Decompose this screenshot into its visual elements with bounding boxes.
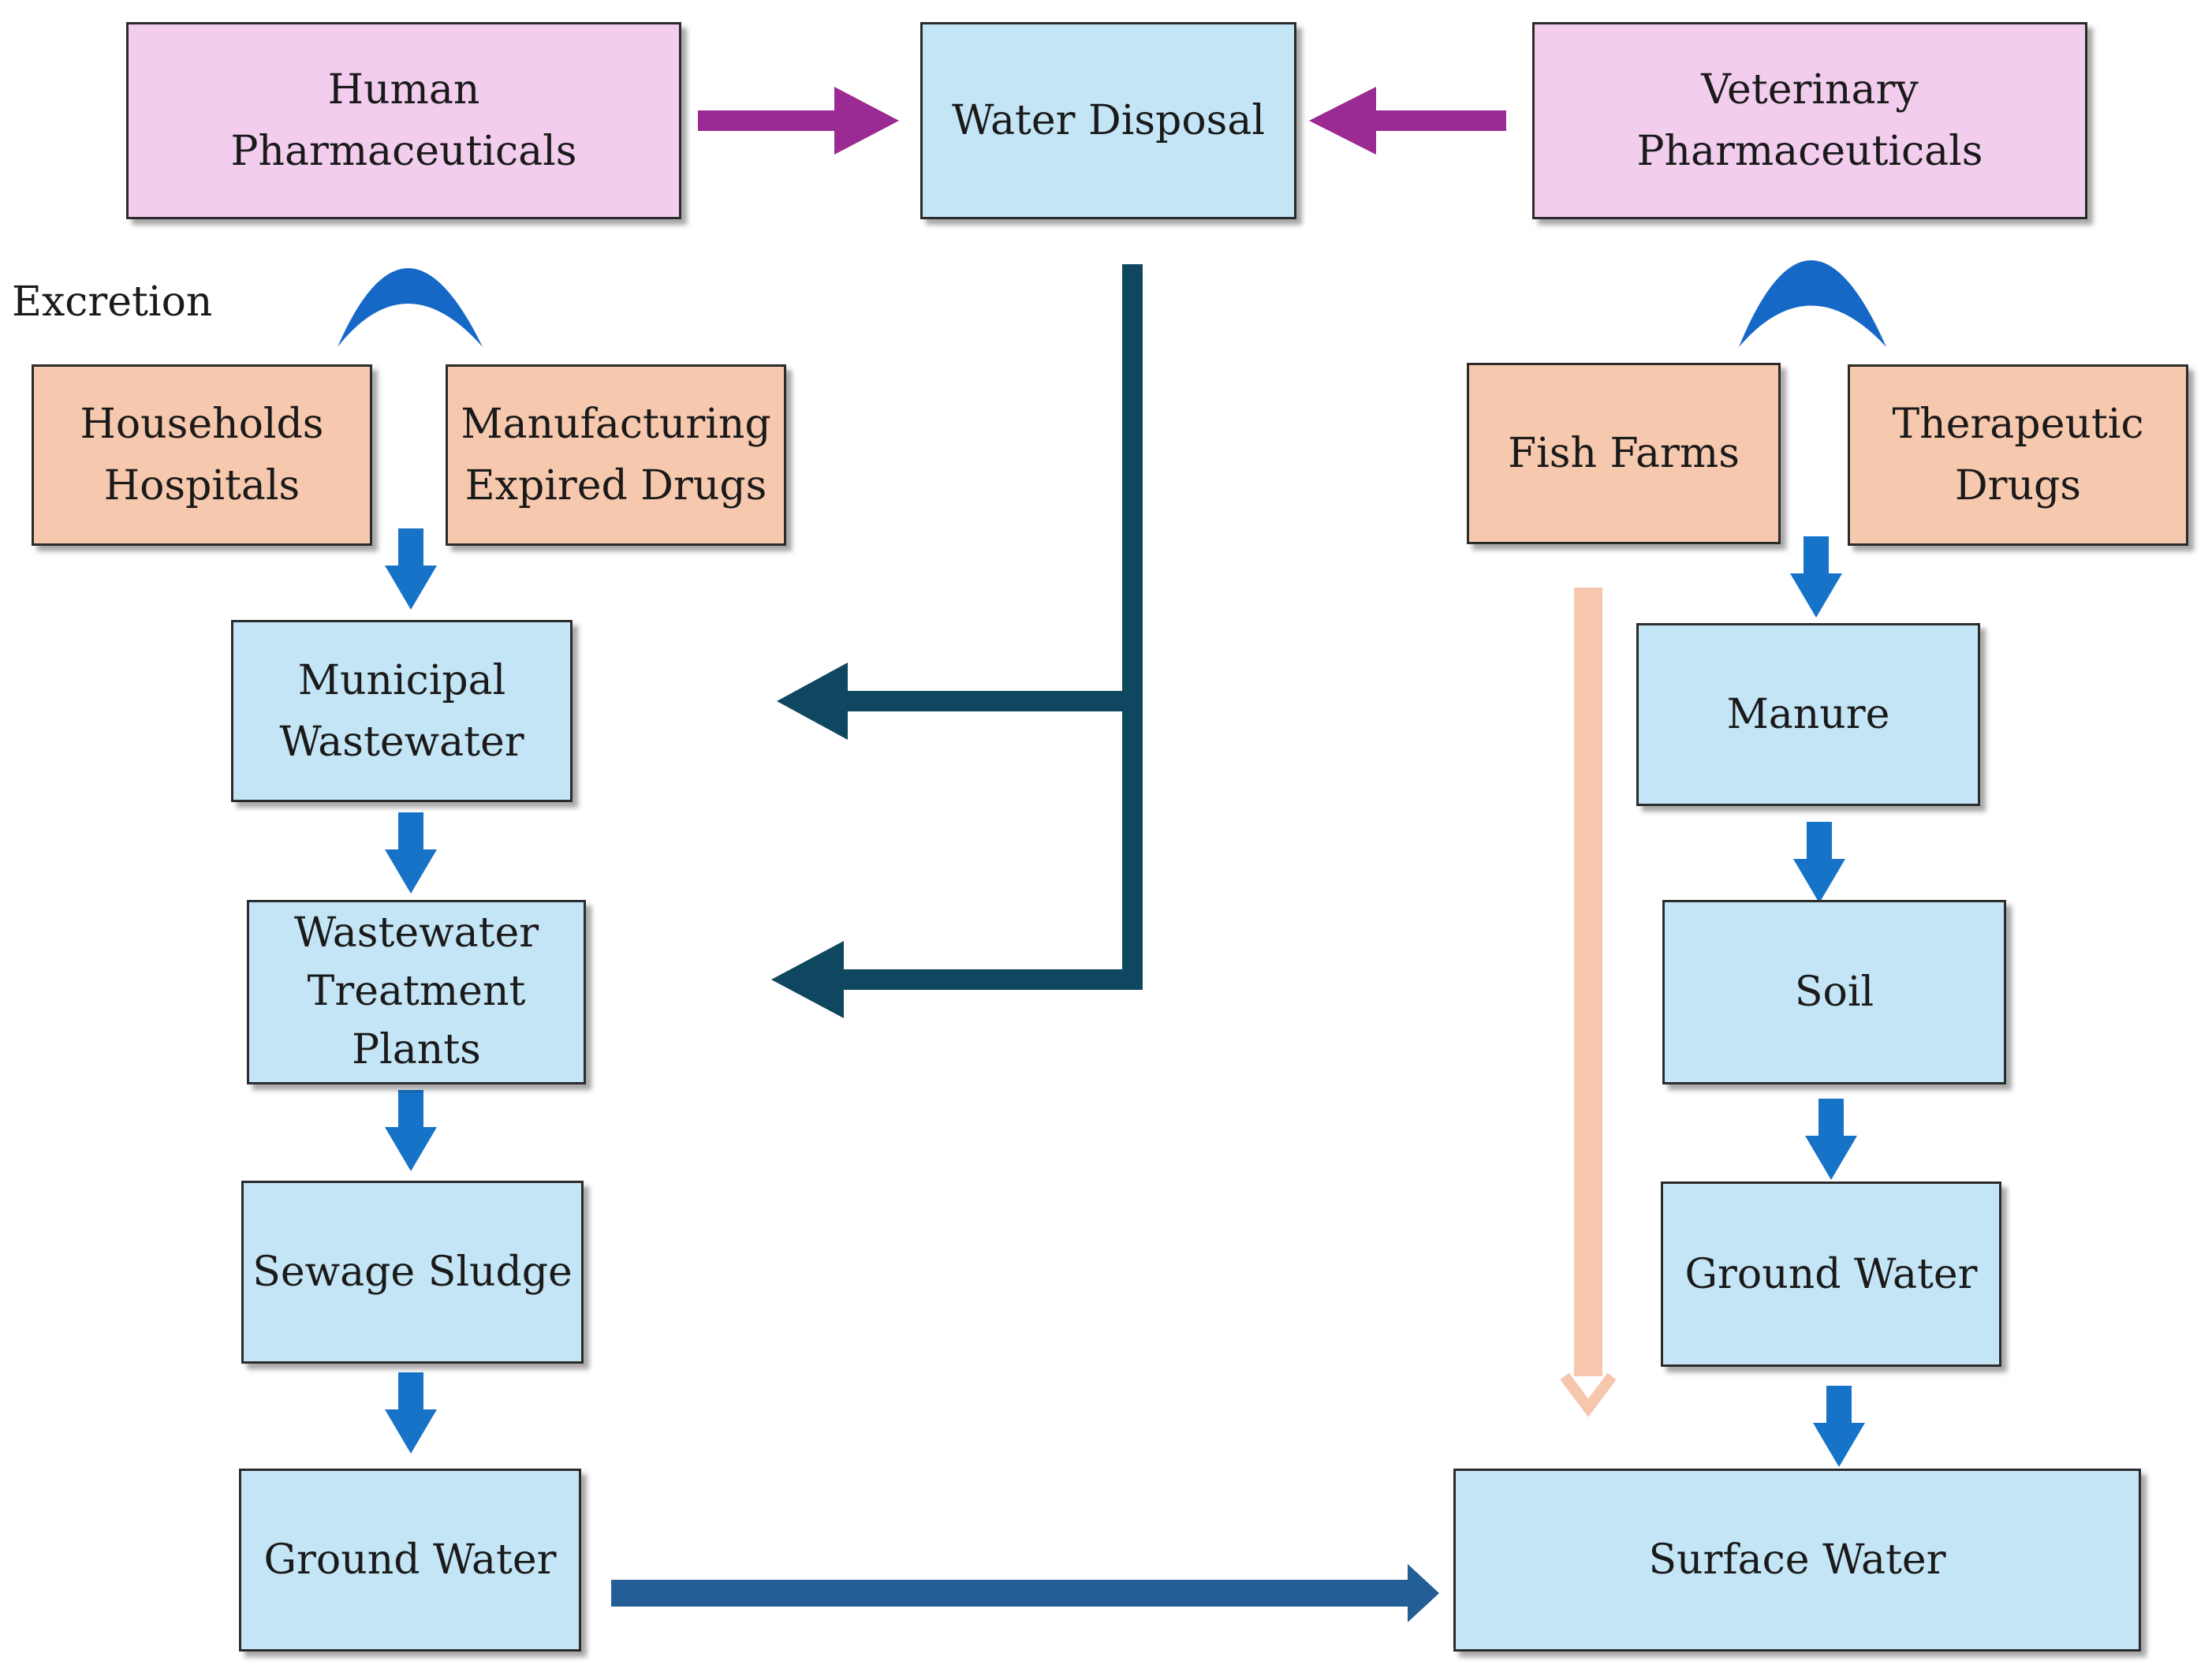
node-manufacturing-expired-drugs: Manufacturing Expired Drugs: [446, 364, 786, 546]
node-text-line: Therapeutic: [1892, 401, 2144, 448]
arrow-water-disposal-bracket: [771, 264, 1143, 1018]
node-fish-farms: Fish Farms: [1467, 363, 1781, 544]
node-text-line: Pharmaceuticals: [1636, 128, 1983, 175]
node-text-line: Plants: [352, 1025, 481, 1073]
node-text-line: Ground Water: [263, 1536, 557, 1584]
node-text-line: Wastewater: [279, 718, 524, 766]
arrow-veterinary-to-water-disposal: [1309, 87, 1506, 155]
node-sewage-sludge: Sewage Sludge: [241, 1181, 584, 1364]
excretion-arc-right: [1739, 260, 1886, 347]
node-text-line: Sewage Sludge: [252, 1249, 573, 1296]
node-households-hospitals: Households Hospitals: [32, 364, 372, 546]
arrow-fish-farms-to-surface-water: [1560, 588, 1617, 1417]
node-text-line: Hospitals: [103, 462, 300, 510]
node-text-line: Human: [327, 66, 480, 114]
node-text-line: Soil: [1794, 969, 1874, 1016]
node-ground-water-left: Ground Water: [239, 1469, 581, 1652]
node-ground-water-right: Ground Water: [1661, 1181, 2001, 1367]
node-veterinary-pharmaceuticals: Veterinary Pharmaceuticals: [1532, 22, 2087, 219]
excretion-arc-left: [338, 268, 483, 347]
node-text-line: Surface Water: [1648, 1536, 1946, 1584]
node-text-line: Ground Water: [1684, 1250, 1978, 1298]
node-text-line: Households: [80, 401, 324, 448]
arrow-down-groundwater-to-surface: [1813, 1386, 1865, 1467]
node-text-line: Pharmaceuticals: [230, 128, 577, 175]
arrow-down-sludge-to-groundwater: [385, 1372, 437, 1454]
arrow-down-households-to-municipal: [385, 528, 437, 610]
arrow-down-municipal-to-treatment: [385, 812, 437, 894]
arrow-down-therapeutic-to-manure: [1790, 536, 1842, 618]
node-manure: Manure: [1636, 623, 1980, 806]
node-text-line: Fish Farms: [1508, 430, 1740, 477]
node-text-line: Water Disposal: [952, 97, 1265, 144]
node-text-line: Veterinary: [1701, 66, 1919, 114]
arrow-down-soil-to-groundwater: [1805, 1099, 1857, 1180]
arrow-down-treatment-to-sludge: [385, 1090, 437, 1171]
node-text-line: Manufacturing: [461, 401, 771, 448]
arrow-groundwater-to-surface-water: [611, 1564, 1439, 1622]
node-wastewater-treatment-plants: Wastewater Treatment Plants: [247, 900, 586, 1084]
node-surface-water: Surface Water: [1453, 1469, 2141, 1652]
node-text-line: Expired Drugs: [464, 462, 767, 510]
arrow-down-manure-to-soil: [1793, 822, 1845, 903]
node-text-line: Wastewater: [293, 909, 539, 957]
node-text-line: Drugs: [1954, 462, 2081, 510]
node-text-line: Municipal: [297, 656, 506, 704]
excretion-label: Excretion: [12, 278, 213, 326]
node-text-line: Treatment: [307, 968, 526, 1016]
node-therapeutic-drugs: Therapeutic Drugs: [1848, 364, 2188, 546]
arrow-human-to-water-disposal: [698, 87, 899, 155]
node-water-disposal: Water Disposal: [920, 22, 1296, 219]
node-municipal-wastewater: Municipal Wastewater: [231, 620, 573, 802]
node-soil: Soil: [1662, 900, 2006, 1084]
node-human-pharmaceuticals: Human Pharmaceuticals: [126, 22, 681, 219]
node-text-line: Manure: [1726, 691, 1890, 738]
